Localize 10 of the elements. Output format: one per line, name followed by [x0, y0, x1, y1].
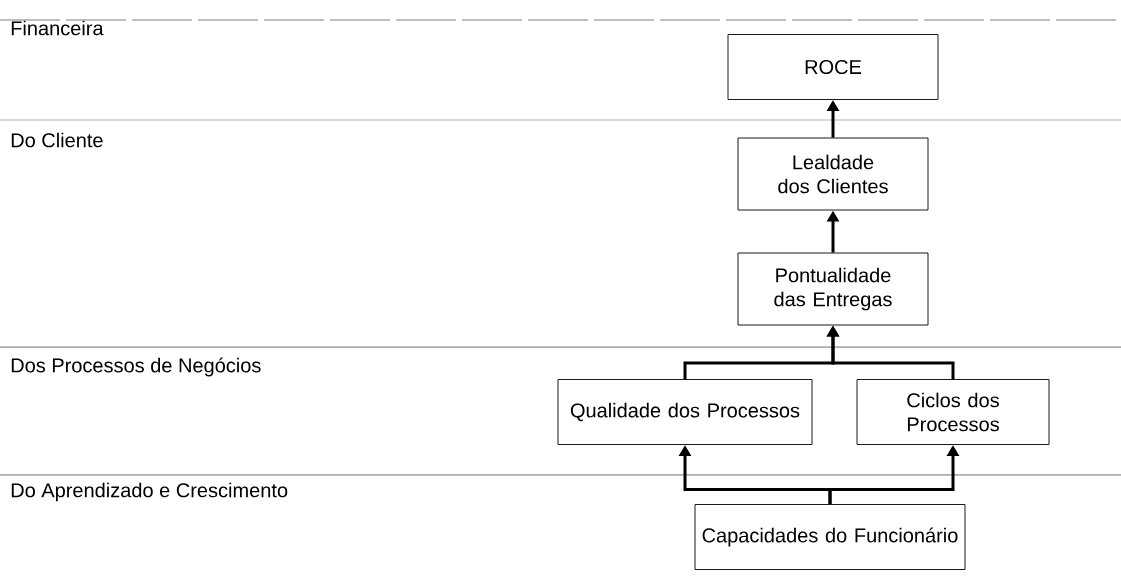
measure-box: ROCE	[727, 34, 939, 100]
measure-box: Pontualidade das Entregas	[737, 252, 929, 326]
measure-box: Qualidade dos Processos	[557, 379, 813, 445]
perspective-label: Financeira	[11, 20, 104, 36]
perspective-label: Do Aprendizado e Crescimento	[11, 482, 288, 502]
measure-box: Capacidades do Funcionário	[694, 504, 966, 570]
perspective-label: Do Cliente	[11, 132, 103, 148]
measure-box: Ciclos dos Processos	[856, 379, 1050, 445]
perspective-label: Dos Processos de Negócios	[11, 357, 261, 377]
measure-box: Lealdade dos Clientes	[737, 137, 929, 211]
